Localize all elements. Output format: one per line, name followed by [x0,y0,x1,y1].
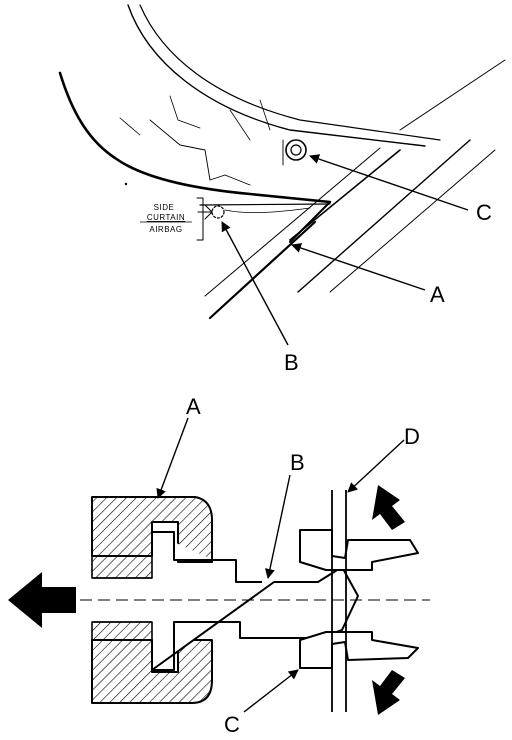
section-view-leaders [156,417,405,713]
top-view [58,4,506,320]
channel-hatch-top [91,555,153,579]
airbag-module-detail [119,95,271,141]
headliner-edge [58,71,332,204]
section-view [80,490,430,712]
top-view-leaders [221,154,469,346]
headliner-fold [199,203,331,206]
trim-body-lower [91,639,213,704]
fastener-c-inner [290,144,302,156]
callout-text-line-2: CURTAIN [147,213,185,222]
leader-a-section [156,417,189,499]
leader-c-top [309,154,469,211]
label-a-section: A [186,394,201,419]
callout-bracket [196,197,204,241]
clip-prong-lower [299,631,419,669]
label-c-top: C [476,200,492,225]
trim-right-edge [399,59,506,131]
pillar-trim-line-5 [329,149,496,293]
clip-b-stem [197,204,213,220]
pull-direction-arrow [8,572,76,628]
leader-a-top [291,243,426,291]
label-a-top: A [430,282,445,307]
fastener-c-outer [285,139,307,161]
trim-outer-curve [127,4,426,147]
reference-dot [124,182,128,186]
pillar-trim-line-2 [208,220,317,320]
label-b-top: B [284,350,299,375]
prong-spread-arrow-upper [372,485,405,530]
label-c-section: C [224,712,240,737]
leader-d-section [347,439,405,493]
callout-text-line-1: SIDE [154,203,175,212]
channel-hatch-bottom [91,621,153,641]
clip-prong-upper [299,529,419,571]
airbag-inner-line [224,207,311,214]
pillar-trim-line-1 [289,149,401,241]
leader-c-section [243,669,299,713]
airbag-module-outline [149,119,251,186]
label-d-section: D [404,424,420,449]
clip-b-marker [211,205,225,219]
leader-b-section [264,474,291,579]
pillar-trim-line-3 [204,147,381,297]
callout-text-line-3: AIRBAG [149,225,182,234]
leader-b-top [221,221,289,346]
trim-inner-curve [139,4,441,141]
pillar-trim-line-4 [297,139,471,293]
label-b-section: B [290,450,305,475]
prong-spread-arrow-lower [372,670,405,715]
